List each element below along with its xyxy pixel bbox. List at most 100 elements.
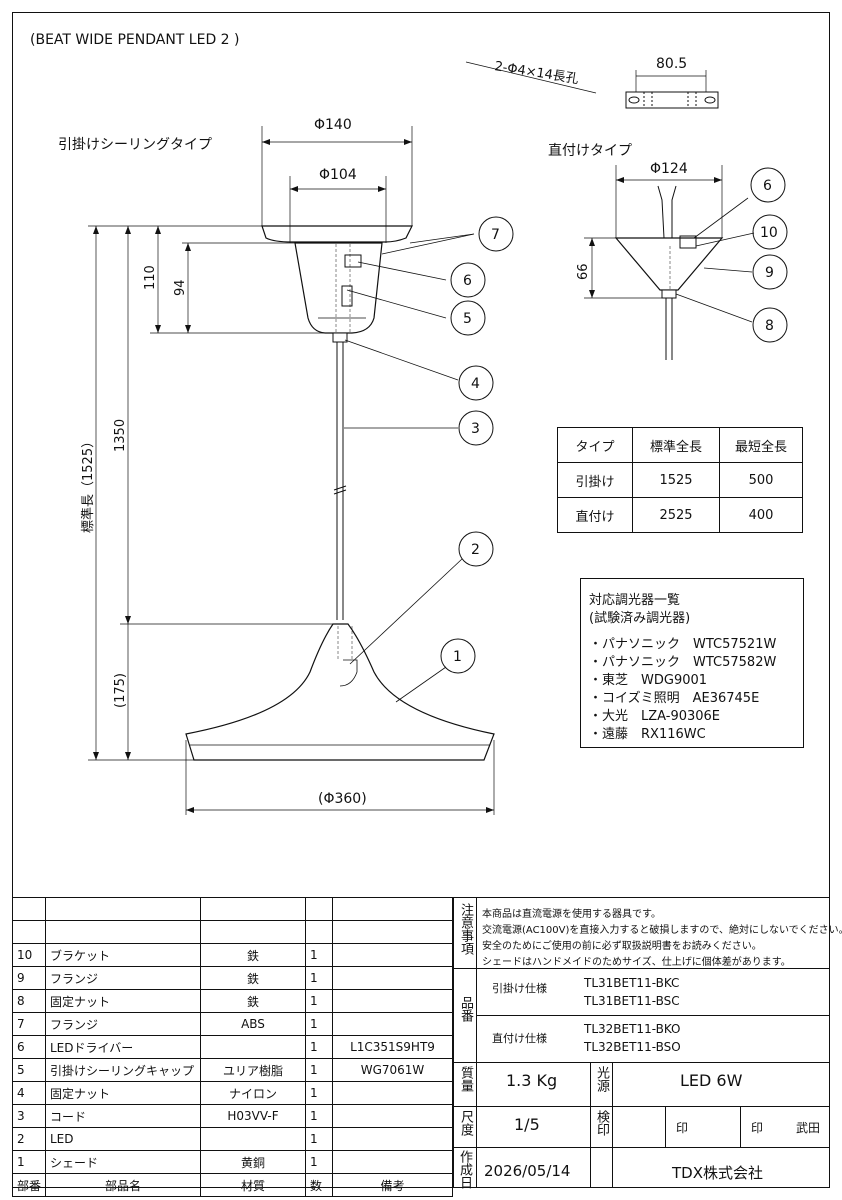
list-item: ・パナソニック WTC57521W <box>589 637 777 652</box>
part-note <box>332 1081 453 1105</box>
part-note <box>332 1150 453 1174</box>
part-note <box>332 989 453 1013</box>
list-item: ・遠藤 RX116WC <box>589 727 706 742</box>
dimmer-subtitle: (試験済み調光器) <box>589 611 691 626</box>
note-line: 交流電源(AC100V)を直接入力すると破損しますので、絶対にしないでください。 <box>482 925 842 936</box>
part-name: 固定ナット <box>45 989 201 1013</box>
dim-d104: Φ104 <box>319 167 357 183</box>
light-label: 光源 <box>594 1066 609 1092</box>
row-divider <box>476 1015 830 1016</box>
list-item: ・東芝 WDG9001 <box>589 673 708 688</box>
part-qty: 1 <box>305 943 333 967</box>
direct-code: TL32BET11-BKO <box>584 1022 681 1036</box>
part-qty: 1 <box>305 1150 333 1174</box>
spec-header-standard: 標準全長 <box>632 427 720 463</box>
footer-note: 備考 <box>332 1173 453 1197</box>
title-block-label-divider <box>476 897 477 1188</box>
part-number: 1 <box>12 1150 46 1174</box>
row-divider <box>453 1062 830 1063</box>
slot-label: 2-Φ4×14長孔 <box>493 59 579 87</box>
part-number: 2 <box>12 1127 46 1151</box>
date-value: 2026/05/14 <box>484 1162 571 1180</box>
part-qty: 1 <box>305 1081 333 1105</box>
dim-w80: 80.5 <box>656 56 687 72</box>
part-name: シェード <box>45 1150 201 1174</box>
callout-direct-9: 9 <box>765 265 774 281</box>
part-material: H03VV-F <box>200 1104 306 1128</box>
footer-part-name: 部品名 <box>45 1173 201 1197</box>
part-material: ナイロン <box>200 1081 306 1105</box>
part-number: 9 <box>12 966 46 990</box>
dim-h66: 66 <box>576 263 591 280</box>
dimmer-title: 対応調光器一覧 <box>589 593 681 608</box>
spec-cell: 直付け <box>557 497 633 533</box>
callout-7: 7 <box>491 227 500 243</box>
column-divider <box>590 1062 591 1188</box>
spec-cell: 400 <box>719 497 803 533</box>
weight-label: 質量 <box>458 1066 473 1092</box>
technical-drawing: Φ140 Φ104 Φ124 (Φ360) 80.5 2-Φ4×14長孔 110… <box>80 56 788 815</box>
part-qty: 1 <box>305 989 333 1013</box>
footer-qty: 数 <box>305 1173 333 1197</box>
product-label: 品番 <box>458 996 473 1022</box>
spec-cell: 500 <box>719 462 803 498</box>
table-row: 直付け 2525 400 <box>557 497 803 533</box>
dimmer-list-box: 対応調光器一覧 (試験済み調光器) ・パナソニック WTC57521W ・パナソ… <box>580 578 804 748</box>
spec-cell: 2525 <box>632 497 720 533</box>
parts-footer-row: 部番 部品名 材質 数 備考 <box>12 1173 453 1197</box>
part-material: 鉄 <box>200 943 306 967</box>
list-item: ・大光 LZA-90306E <box>589 709 721 724</box>
stamp-mark: 印 <box>751 1121 764 1135</box>
note-line: 本商品は直流電源を使用する器具です。 <box>482 909 661 920</box>
date-label: 作成日 <box>457 1150 472 1189</box>
part-qty: 1 <box>305 966 333 990</box>
callout-1: 1 <box>453 649 462 665</box>
part-name: 引掛けシーリングキャップ <box>45 1058 201 1082</box>
callout-6: 6 <box>463 273 472 289</box>
part-qty: 1 <box>305 1012 333 1036</box>
list-item: ・コイズミ照明 AE36745E <box>589 691 760 706</box>
footer-part-number: 部番 <box>12 1173 46 1197</box>
callout-direct-6: 6 <box>763 178 772 194</box>
column-divider <box>665 1106 666 1147</box>
hook-code: TL31BET11-BKC <box>584 976 680 990</box>
direct-type-label: 直付けタイプ <box>548 143 632 159</box>
scale-label: 尺度 <box>458 1110 473 1136</box>
part-material: 鉄 <box>200 966 306 990</box>
callout-5: 5 <box>463 311 472 327</box>
callout-4: 4 <box>471 376 480 392</box>
column-divider <box>740 1106 741 1147</box>
part-number: 5 <box>12 1058 46 1082</box>
callout-direct-8: 8 <box>765 318 774 334</box>
check-label: 検印 <box>594 1110 609 1136</box>
part-name: LED <box>45 1127 201 1151</box>
part-number: 3 <box>12 1104 46 1128</box>
part-name: コード <box>45 1104 201 1128</box>
dim-d360: (Φ360) <box>318 791 367 807</box>
hook-code: TL31BET11-BSC <box>584 994 680 1008</box>
row-divider <box>453 968 830 969</box>
dim-d140: Φ140 <box>314 117 352 133</box>
note-line: 安全のためにご使用の前に必ず取扱説明書をお読みください。 <box>482 941 762 952</box>
dim-h1350: 1350 <box>113 419 128 452</box>
part-number: 6 <box>12 1035 46 1059</box>
footer-material: 材質 <box>200 1173 306 1197</box>
dim-h110: 110 <box>143 265 158 290</box>
part-note <box>332 1012 453 1036</box>
part-number: 4 <box>12 1081 46 1105</box>
title-block-right <box>453 897 830 1188</box>
notes-label: 注意事項 <box>458 903 473 955</box>
part-note <box>332 943 453 967</box>
dim-d124: Φ124 <box>650 161 688 177</box>
spec-cell: 引掛け <box>557 462 633 498</box>
part-material <box>200 1035 306 1059</box>
part-name: LEDドライバー <box>45 1035 201 1059</box>
part-number: 8 <box>12 989 46 1013</box>
